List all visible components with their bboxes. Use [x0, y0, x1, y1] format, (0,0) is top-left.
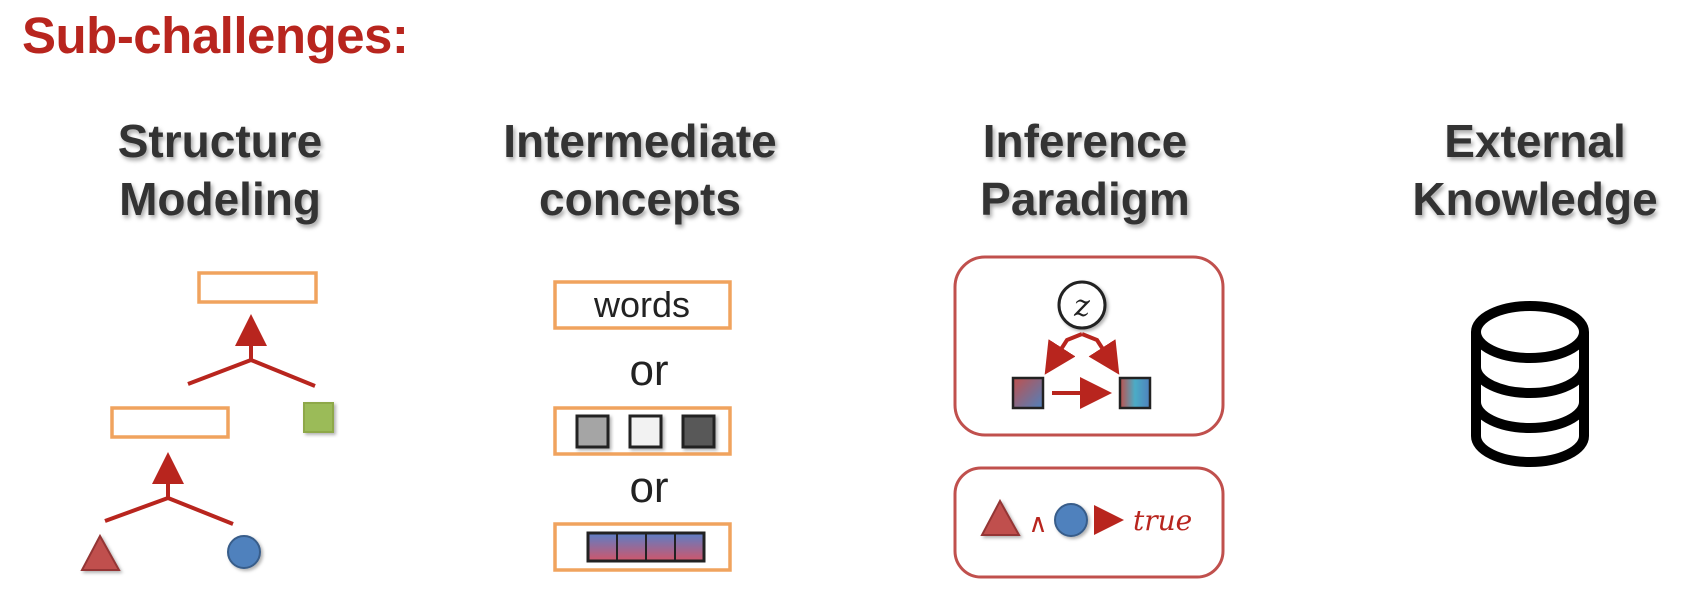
- unit-square-dark: [681, 414, 716, 449]
- logic-rule-panel: [953, 466, 1225, 579]
- database-icon: [1471, 301, 1589, 467]
- heading-line-1: External: [1444, 115, 1626, 167]
- heading-external-knowledge: External Knowledge: [1395, 112, 1675, 228]
- upper-branch-right: [250, 358, 316, 388]
- leaf-square: [303, 402, 334, 433]
- upper-branch-left: [187, 358, 252, 386]
- rule-triangle: [980, 498, 1021, 536]
- output-square: [1118, 376, 1152, 410]
- unit-square-white: [628, 414, 663, 449]
- heading-line-1: Intermediate: [503, 115, 777, 167]
- root-node-box: [197, 271, 318, 304]
- heading-line-1: Structure: [117, 115, 323, 167]
- heading-line-2: Knowledge: [1412, 173, 1658, 225]
- words-label: words: [593, 284, 690, 325]
- page-title: Sub-challenges:: [22, 7, 409, 64]
- inference-paradigm-diagram: z ∧ true: [953, 255, 1225, 579]
- rule-result-label: true: [1133, 504, 1192, 537]
- leaf-triangle: [80, 533, 121, 571]
- heading-structure-modeling: Structure Modeling: [85, 112, 355, 228]
- heading-line-1: Inference: [982, 115, 1188, 167]
- latent-node-label: z: [1073, 289, 1090, 324]
- input-square: [1011, 376, 1045, 410]
- logic-and-operator: ∧: [1028, 509, 1047, 539]
- heading-line-2: Paradigm: [980, 173, 1190, 225]
- latent-arrow-left: [1044, 332, 1083, 375]
- lower-branch-left: [104, 496, 169, 523]
- heading-inference-paradigm: Inference Paradigm: [950, 112, 1220, 228]
- heading-line-2: concepts: [539, 173, 741, 225]
- rule-circle: [1054, 503, 1088, 537]
- or-label-2: or: [629, 463, 668, 512]
- middle-node-box: [110, 406, 230, 439]
- leaf-circle: [227, 535, 261, 569]
- unit-square-gray: [575, 414, 610, 449]
- latent-arrow-right: [1081, 332, 1120, 375]
- heading-line-2: Modeling: [119, 173, 321, 225]
- words-box: [553, 280, 732, 330]
- lower-branch-right: [167, 496, 234, 526]
- heading-intermediate-concepts: Intermediate concepts: [480, 112, 800, 228]
- latent-node: [1057, 280, 1107, 330]
- intermediate-concepts-diagram: words or or: [553, 280, 732, 572]
- or-label-1: or: [629, 346, 668, 395]
- structure-tree-diagram: [80, 271, 334, 571]
